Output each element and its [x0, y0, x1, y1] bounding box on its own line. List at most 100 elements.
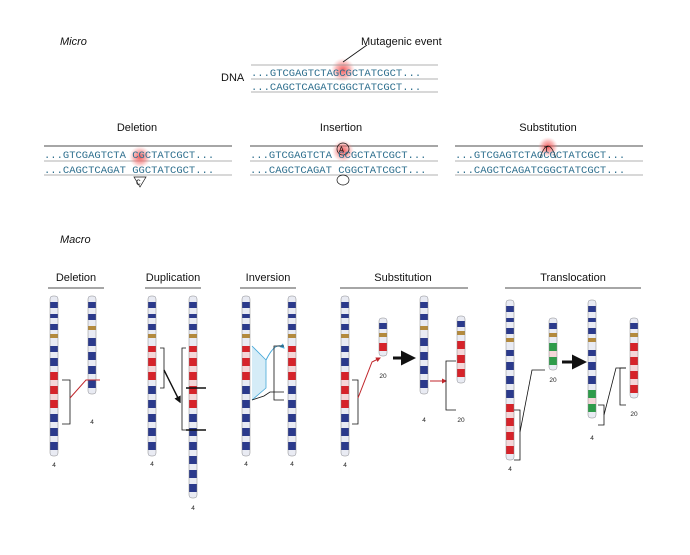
chromosome-band — [50, 314, 58, 318]
micro-substitution-marker: T — [544, 146, 549, 155]
chromosome-band — [457, 349, 465, 355]
chromosome-band — [288, 324, 296, 330]
reference-bottom-strand: ...CAGCTCAGATCGGCTATCGCT... — [251, 82, 421, 94]
chromosome-band — [588, 412, 596, 418]
chromosome-band — [288, 400, 296, 408]
chromosome-band — [189, 478, 197, 484]
macro-inversion-connectors — [251, 343, 285, 401]
chromosome-band — [50, 442, 58, 450]
chromosome-band — [88, 308, 96, 314]
chromosome-band — [189, 366, 197, 372]
chromosome-band — [242, 330, 250, 334]
chromosome-band — [288, 318, 296, 324]
chromosome-band — [148, 314, 156, 318]
chromosome-band — [588, 376, 596, 384]
micro-substitution-title: Substitution — [519, 122, 576, 134]
chromosome-band — [288, 358, 296, 366]
chr-label-dup-a: 4 — [150, 461, 154, 468]
chr-label-sub-c: 4 — [422, 417, 426, 424]
chromosome-band — [88, 360, 96, 366]
chromosome-band — [341, 428, 349, 436]
chromosome-band — [341, 380, 349, 386]
chromosome-band — [189, 308, 197, 314]
chromosome-band — [50, 296, 58, 302]
chromosome-band — [148, 408, 156, 414]
chromosome-band — [506, 338, 514, 342]
chromosome-band — [148, 394, 156, 400]
chromosome-band — [288, 436, 296, 442]
chromosome-band — [50, 352, 58, 358]
chr-label-sub-b: 20 — [379, 373, 387, 380]
chromosome-band — [242, 428, 250, 436]
chromosome-band — [341, 450, 349, 456]
chromosome-band — [50, 372, 58, 380]
chromosome-band — [189, 358, 197, 366]
chromosome-band — [288, 308, 296, 314]
chromosome-band — [242, 366, 250, 372]
chromosome-band — [420, 302, 428, 308]
chromosome-band — [288, 442, 296, 450]
chromosome-band — [630, 343, 638, 351]
chromosome-band — [588, 306, 596, 312]
chromosome-4-inversion-before — [241, 295, 251, 457]
chromosome-band — [50, 318, 58, 324]
chromosome-band — [88, 388, 96, 394]
chromosome-band — [148, 330, 156, 334]
mutagenic-event-pointer — [342, 44, 368, 63]
chromosome-band — [420, 296, 428, 302]
micro-insertion-marker: A — [339, 146, 344, 155]
chromosome-band — [630, 393, 638, 398]
chromosome-band — [189, 414, 197, 422]
chromosome-band — [148, 400, 156, 408]
micro-deletion-title: Deletion — [117, 122, 157, 134]
chromosome-band — [588, 404, 596, 412]
chromosome-band — [50, 358, 58, 366]
chromosome-band — [457, 363, 465, 369]
chromosome-band — [288, 352, 296, 358]
chromosome-band — [88, 326, 96, 330]
chromosome-band — [420, 346, 428, 352]
chromosome-band — [189, 492, 197, 498]
chromosome-band — [506, 376, 514, 384]
chromosome-band — [341, 422, 349, 428]
chromosome-band — [379, 351, 387, 356]
chromosome-4-deletion-after — [87, 295, 97, 395]
dna-label: DNA — [221, 72, 245, 84]
chr-label-del-a: 4 — [52, 462, 56, 469]
chromosome-band — [506, 390, 514, 398]
chromosome-band — [148, 324, 156, 330]
chromosome-band — [588, 334, 596, 338]
chromosome-band — [588, 362, 596, 370]
chromosome-band — [506, 446, 514, 454]
chromosome-band — [549, 357, 557, 365]
chromosome-band — [588, 350, 596, 356]
chromosome-band — [288, 422, 296, 428]
chromosome-band — [189, 324, 197, 330]
chromosome-band — [88, 346, 96, 352]
chromosome-band — [420, 380, 428, 388]
chromosome-band — [189, 302, 197, 308]
reference-top-strand: ...GTCGAGTCTAGCGCTATCGCT... — [251, 68, 421, 80]
chromosome-band — [341, 366, 349, 372]
chromosome-band — [506, 426, 514, 432]
chromosome-band — [50, 414, 58, 422]
chromosome-band — [148, 358, 156, 366]
chromosome-band — [630, 337, 638, 343]
chromosome-band — [88, 352, 96, 360]
chromosome-band — [549, 365, 557, 370]
chromosome-band — [148, 318, 156, 324]
chromosome-band — [588, 312, 596, 318]
chromosome-band — [189, 436, 197, 442]
chromosome-band — [88, 366, 96, 374]
chromosome-20-translocation-result — [629, 317, 639, 399]
chromosome-band — [148, 296, 156, 302]
chromosome-band — [50, 436, 58, 442]
chromosome-band — [148, 436, 156, 442]
chromosome-band — [88, 314, 96, 320]
chromosome-band — [242, 442, 250, 450]
chromosome-band — [148, 302, 156, 308]
chromosome-band — [457, 341, 465, 349]
chromosome-band — [549, 329, 557, 333]
chromosome-band — [341, 330, 349, 334]
chromosome-band — [420, 352, 428, 360]
